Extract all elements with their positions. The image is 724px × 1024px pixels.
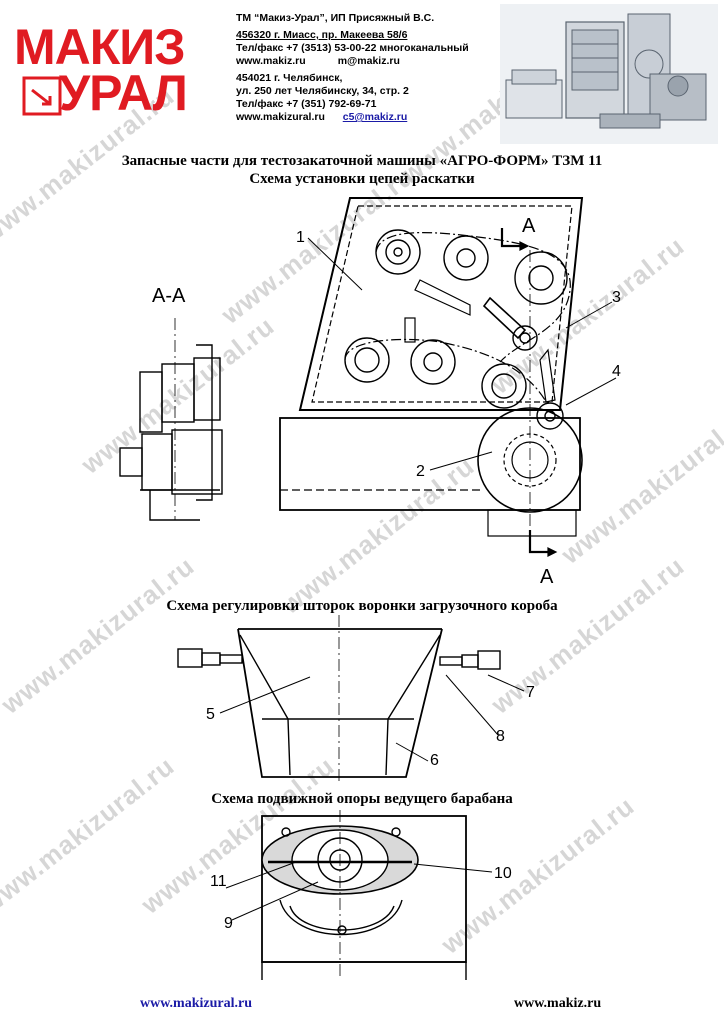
cut-label-top: А — [522, 215, 536, 237]
contact-line: Тел/факс +7 (351) 792-69-71 — [236, 98, 377, 110]
contact-line: 456320 г. Миасс, пр. Макеева 58/6 — [236, 29, 408, 41]
contact-line: www.makiz.ru m@makiz.ru — [236, 55, 400, 67]
company-logo: МАКИЗ УРАЛ — [14, 22, 188, 121]
contact-line: Тел/факс +7 (3513) 53-00-22 многоканальн… — [236, 42, 469, 54]
logo-line-1: МАКИЗ — [14, 19, 186, 75]
cut-label-bottom: А — [540, 566, 554, 588]
logo-line-2: УРАЛ — [59, 65, 188, 121]
section-label: А-А — [152, 285, 186, 307]
chain-installation-drawing: А-А А А 1 2 3 4 — [119, 197, 621, 588]
drum-support-drawing: 9 10 11 — [210, 810, 512, 980]
email-link[interactable]: c5@makiz.ru — [342, 111, 408, 123]
callout-3: 3 — [612, 289, 621, 306]
callout-9: 9 — [224, 915, 233, 932]
callout-1: 1 — [296, 229, 305, 246]
callout-10: 10 — [494, 865, 512, 882]
machinery-illustration — [500, 4, 718, 144]
page-title: Запасные части для тестозакаточной машин… — [121, 153, 603, 169]
contact-line: 454021 г. Челябинск, — [236, 72, 343, 84]
callout-7: 7 — [526, 684, 535, 701]
website-link[interactable]: www.makizural.ru — [236, 111, 325, 123]
callout-11: 11 — [210, 873, 227, 890]
footer-website-link[interactable]: www.makizural.ru — [140, 996, 252, 1011]
logo-arrow-icon — [22, 76, 62, 116]
callout-4: 4 — [612, 363, 621, 380]
section-title-funnel-shutters: Схема регулировки шторок воронки загрузо… — [166, 598, 558, 614]
contact-line: ТМ “Макиз-Урал”, ИП Присяжный В.С. — [236, 12, 435, 24]
callout-2: 2 — [416, 463, 425, 480]
section-title-chain-installation: Схема установки цепей раскатки — [249, 171, 475, 187]
callout-5: 5 — [206, 706, 215, 723]
contact-block: ТМ “Макиз-Урал”, ИП Присяжный В.С. 45632… — [236, 12, 469, 124]
callout-8: 8 — [496, 728, 505, 745]
section-title-drum-support: Схема подвижной опоры ведущего барабана — [211, 791, 513, 807]
footer-website-link-alt[interactable]: www.makiz.ru — [514, 996, 602, 1011]
callout-6: 6 — [430, 752, 439, 769]
contact-line: ул. 250 лет Челябинску, 34, стр. 2 — [236, 85, 409, 97]
funnel-shutters-drawing: 5 6 7 8 — [177, 615, 535, 785]
